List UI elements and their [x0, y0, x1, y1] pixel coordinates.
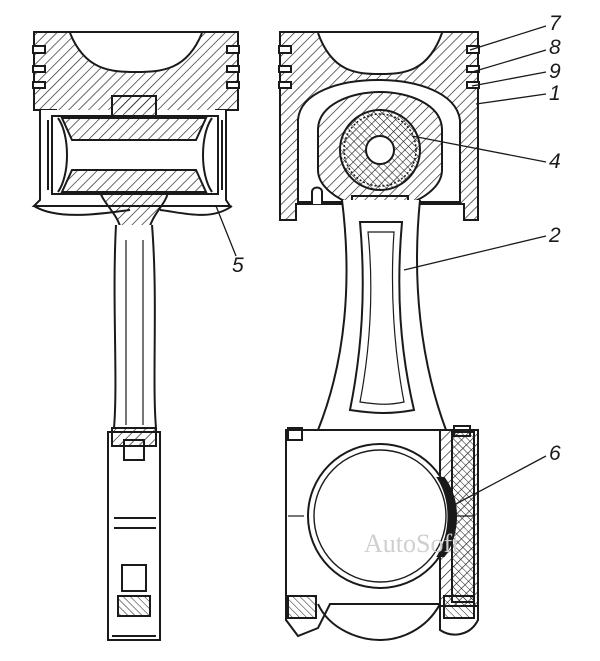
right-piston-pin-bore [365, 135, 395, 165]
callout-4: 4 [549, 150, 561, 173]
callout-7: 7 [549, 12, 562, 35]
callout-1: 1 [549, 82, 561, 105]
watermark: AutoSoft [364, 529, 460, 558]
left-pin-upper-band [60, 117, 208, 141]
right-nut-right [443, 595, 475, 619]
callout-2: 2 [548, 224, 561, 247]
leader-lines [215, 25, 547, 507]
left-pin-boss-top [111, 95, 157, 117]
left-pin-lower-band [60, 169, 208, 193]
left-ring-grooves [32, 45, 240, 89]
callout-9: 9 [549, 60, 561, 83]
right-nut-left [287, 595, 317, 619]
left-rod-shank [112, 224, 158, 429]
left-combustion-bowl [69, 32, 203, 74]
callout-5: 5 [232, 254, 244, 277]
callout-8: 8 [549, 36, 561, 59]
callout-numbers: 7 8 9 1 4 2 5 6 [232, 12, 562, 465]
right-combustion-bowl [317, 32, 443, 76]
side-view [31, 31, 240, 641]
right-crank-bore [307, 443, 453, 589]
right-rod-shank [316, 199, 448, 431]
front-view [278, 31, 480, 642]
callout-6: 6 [549, 442, 561, 465]
left-bolt-head [117, 595, 151, 617]
right-bearing-shell [436, 477, 457, 557]
